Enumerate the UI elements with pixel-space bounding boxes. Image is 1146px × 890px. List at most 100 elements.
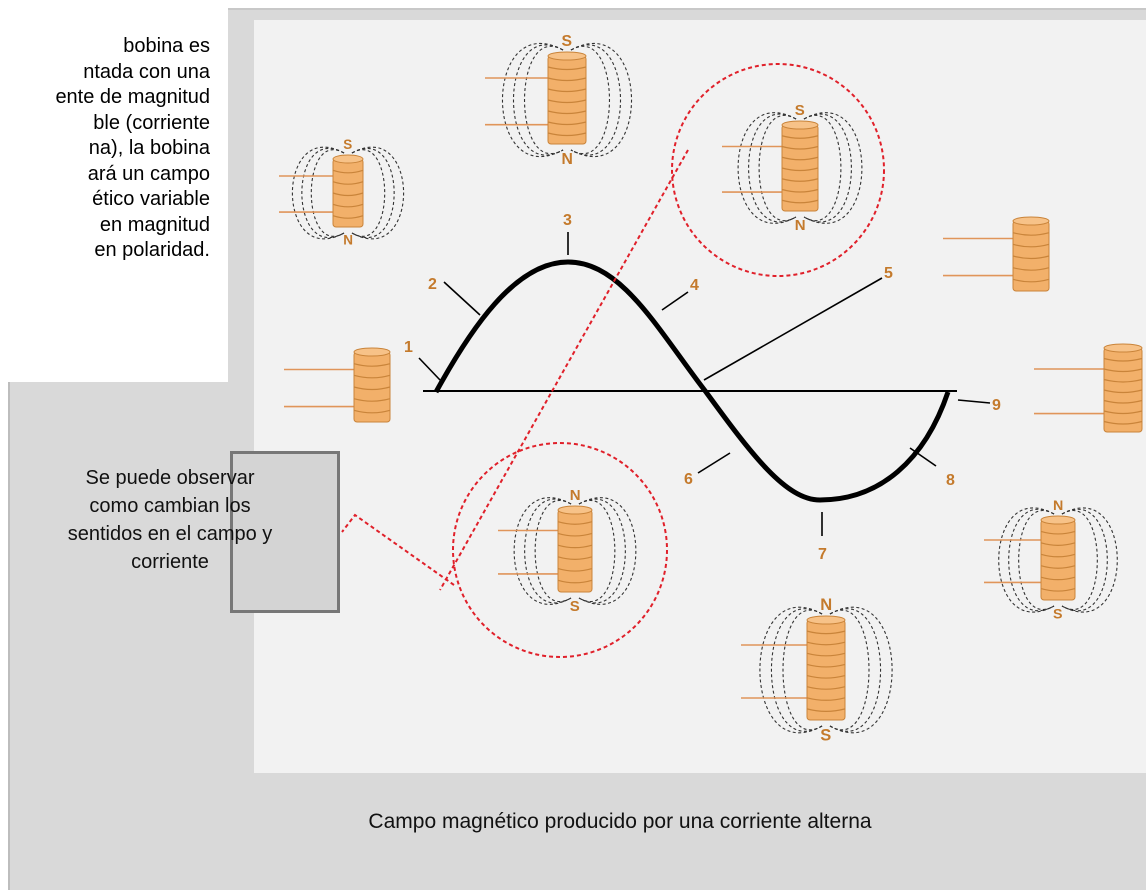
- coil-winding: [332, 203, 364, 208]
- point-label: 8: [946, 472, 955, 489]
- field-line: [534, 500, 572, 602]
- coil-winding: [353, 398, 391, 402]
- coil-winding: [1040, 565, 1076, 569]
- coil-winding: [781, 145, 819, 150]
- coil-winding: [781, 188, 819, 193]
- figure-caption: Campo magnético producido por una corrie…: [368, 810, 872, 833]
- intro-text-box: bobina es ntada con una ente de magnitud…: [0, 0, 228, 382]
- coil-winding: [1103, 357, 1143, 362]
- coil-winding: [1103, 389, 1143, 394]
- coil-winding: [1040, 587, 1076, 592]
- field-line: [803, 112, 863, 224]
- coil-winding: [1012, 255, 1050, 260]
- ac-current-wave: [433, 259, 951, 503]
- field-line: [351, 148, 395, 238]
- coil-winding: [557, 567, 593, 572]
- coil-winding: [1012, 243, 1050, 248]
- electromagnet-coil: SN: [722, 102, 863, 234]
- electromagnet-coil: NS: [498, 487, 637, 615]
- coil-top: [781, 120, 819, 130]
- pole-label: N: [570, 487, 581, 504]
- coil-winding: [557, 556, 593, 560]
- callout-box: [230, 451, 340, 613]
- coil-top: [1040, 515, 1076, 525]
- coil-winding: [806, 641, 846, 646]
- coil-winding: [547, 110, 587, 115]
- pole-label: S: [570, 598, 580, 615]
- coil-winding: [353, 374, 391, 379]
- coil-winding: [806, 674, 846, 679]
- field-line: [748, 113, 797, 223]
- coil-winding: [557, 521, 593, 525]
- electromagnet-coil: [943, 216, 1050, 292]
- field-line: [803, 113, 852, 223]
- coil-winding: [1103, 420, 1143, 425]
- pole-label: S: [561, 33, 572, 50]
- coil-top: [1103, 343, 1143, 353]
- field-line: [759, 606, 823, 734]
- coil-winding: [547, 121, 587, 126]
- coil-winding: [1103, 378, 1143, 383]
- point-label: 2: [428, 276, 437, 293]
- pole-label: N: [795, 217, 806, 234]
- electromagnet-coil: NS: [741, 596, 893, 745]
- field-line: [291, 146, 345, 240]
- coil-top: [557, 505, 593, 515]
- coil-winding: [353, 386, 391, 391]
- point-label: 4: [690, 277, 699, 294]
- coil-winding: [353, 363, 391, 367]
- intro-text: bobina es ntada con una ente de magnitud…: [55, 35, 210, 261]
- electromagnet-coil: SN: [485, 33, 633, 168]
- field-line: [782, 609, 823, 731]
- field-line: [998, 507, 1055, 613]
- field-line: [829, 608, 881, 732]
- coil-winding: [332, 181, 364, 185]
- coil-winding: [547, 88, 587, 93]
- coil-winding: [547, 132, 587, 137]
- coil-winding: [1040, 542, 1076, 546]
- field-line: [513, 497, 572, 605]
- coil-winding: [806, 686, 846, 690]
- coil-winding: [557, 532, 593, 537]
- field-line: [758, 115, 797, 221]
- pole-label: N: [1053, 498, 1063, 514]
- coil-winding: [806, 663, 846, 668]
- pole-label: S: [343, 137, 352, 152]
- coil-winding: [781, 199, 819, 204]
- coil-winding: [781, 178, 819, 182]
- coil-winding: [1040, 553, 1076, 558]
- coil-winding: [1103, 368, 1143, 373]
- coil-winding: [781, 135, 819, 139]
- field-line: [578, 498, 626, 604]
- pole-label: N: [343, 233, 353, 248]
- field-line: [524, 46, 564, 154]
- pole-label: S: [1053, 606, 1063, 622]
- field-line: [501, 42, 564, 158]
- coil-top: [806, 615, 846, 625]
- coil-top: [353, 347, 391, 357]
- coil-winding: [781, 156, 819, 161]
- coil-top: [547, 51, 587, 61]
- field-line: [803, 115, 842, 221]
- coil-winding: [806, 708, 846, 712]
- coil-winding: [547, 77, 587, 82]
- electromagnet-coil: SN: [279, 137, 405, 248]
- pole-label: S: [795, 102, 805, 119]
- point-label: 7: [818, 546, 827, 563]
- field-line: [570, 46, 610, 154]
- coil-core: [806, 619, 846, 721]
- coil-winding: [806, 652, 846, 657]
- point-label: 6: [684, 471, 693, 488]
- field-line: [1061, 510, 1098, 610]
- coil-winding: [1012, 232, 1050, 236]
- coil-winding: [806, 630, 846, 635]
- electromagnet-coil: [284, 347, 391, 423]
- field-line: [524, 498, 572, 604]
- field-line: [771, 608, 823, 732]
- point-label: 3: [563, 212, 572, 229]
- field-line: [829, 609, 870, 731]
- coil-core: [1040, 519, 1076, 601]
- coil-winding: [547, 66, 587, 71]
- coil-winding: [557, 579, 593, 584]
